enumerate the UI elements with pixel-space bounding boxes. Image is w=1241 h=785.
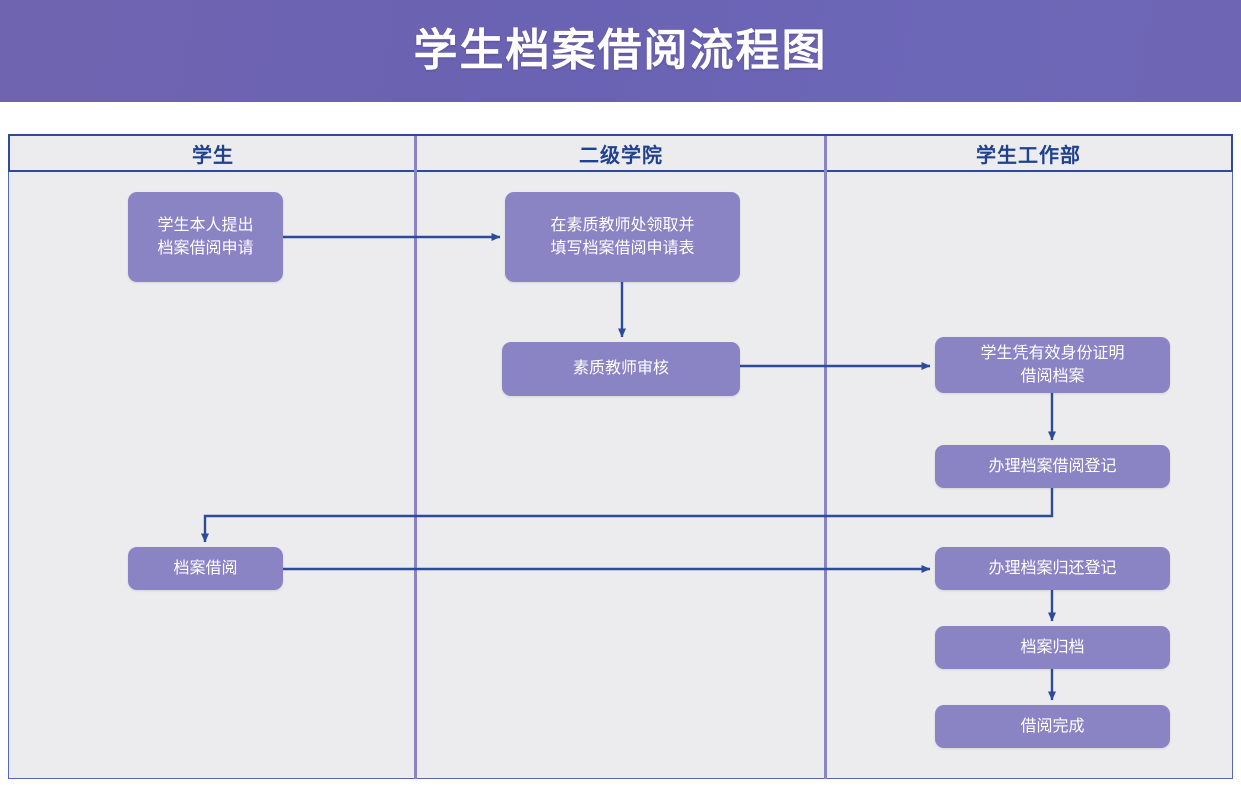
node-teacher-review[interactable]: 素质教师审核 bbox=[502, 342, 740, 396]
node-return-register-label: 办理档案归还登记 bbox=[988, 559, 1117, 577]
node-verify-identity-label: 学生凭有效身份证明 借阅档案 bbox=[980, 344, 1125, 385]
node-borrow-done-label: 借阅完成 bbox=[1020, 717, 1085, 735]
node-student-apply[interactable]: 学生本人提出 档案借阅申请 bbox=[128, 192, 283, 282]
swimlane-header-row: 学生 二级学院 学生工作部 bbox=[8, 134, 1233, 172]
lane-header-student-affairs: 学生工作部 bbox=[826, 136, 1231, 170]
node-return-register[interactable]: 办理档案归还登记 bbox=[935, 547, 1170, 590]
node-archive-file-label: 档案归档 bbox=[1020, 638, 1085, 656]
node-collect-form-label: 在素质教师处领取并 填写档案借阅申请表 bbox=[550, 216, 695, 257]
node-teacher-review-label: 素质教师审核 bbox=[572, 360, 669, 378]
lane-header-college: 二级学院 bbox=[416, 136, 826, 170]
node-borrow-register-label: 办理档案借阅登记 bbox=[988, 457, 1117, 475]
lane-header-student: 学生 bbox=[10, 136, 416, 170]
lane-header-student-affairs-label: 学生工作部 bbox=[976, 144, 1081, 167]
page-title-banner: 学生档案借阅流程图 bbox=[0, 0, 1241, 102]
node-archive-borrow[interactable]: 档案借阅 bbox=[128, 547, 283, 590]
lane-header-college-label: 二级学院 bbox=[579, 144, 663, 167]
node-student-apply-label: 学生本人提出 档案借阅申请 bbox=[157, 216, 254, 257]
node-verify-identity[interactable]: 学生凭有效身份证明 借阅档案 bbox=[935, 337, 1170, 393]
node-archive-file[interactable]: 档案归档 bbox=[935, 626, 1170, 669]
page-title: 学生档案借阅流程图 bbox=[413, 26, 828, 75]
lane-divider-college-affairs bbox=[824, 136, 827, 779]
node-archive-borrow-label: 档案借阅 bbox=[173, 559, 238, 577]
node-borrow-register[interactable]: 办理档案借阅登记 bbox=[935, 445, 1170, 488]
node-borrow-done[interactable]: 借阅完成 bbox=[935, 705, 1170, 748]
lane-header-student-label: 学生 bbox=[192, 144, 234, 167]
lane-divider-student-college bbox=[414, 136, 417, 779]
node-collect-form[interactable]: 在素质教师处领取并 填写档案借阅申请表 bbox=[505, 192, 740, 282]
